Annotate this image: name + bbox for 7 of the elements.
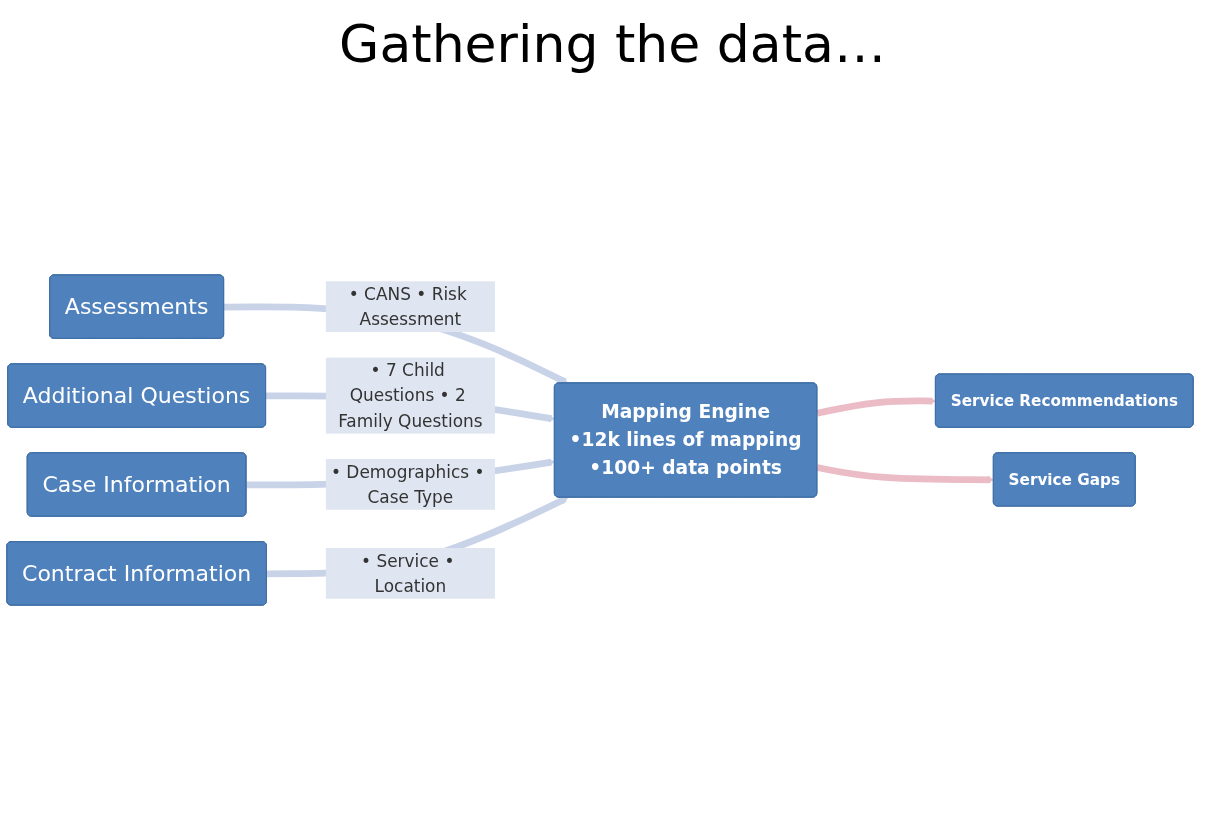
edge-label: • 7 Child Questions • 2 Family Questions bbox=[338, 359, 483, 432]
edge-label: • Service • Location bbox=[361, 550, 455, 597]
edge-label: • Demographics • Case Type bbox=[330, 461, 485, 508]
arrow bbox=[816, 464, 995, 484]
edge-label: • CANS • Risk Assessment bbox=[348, 283, 467, 330]
arrow bbox=[816, 397, 937, 417]
title: Gathering the data… bbox=[338, 14, 887, 74]
